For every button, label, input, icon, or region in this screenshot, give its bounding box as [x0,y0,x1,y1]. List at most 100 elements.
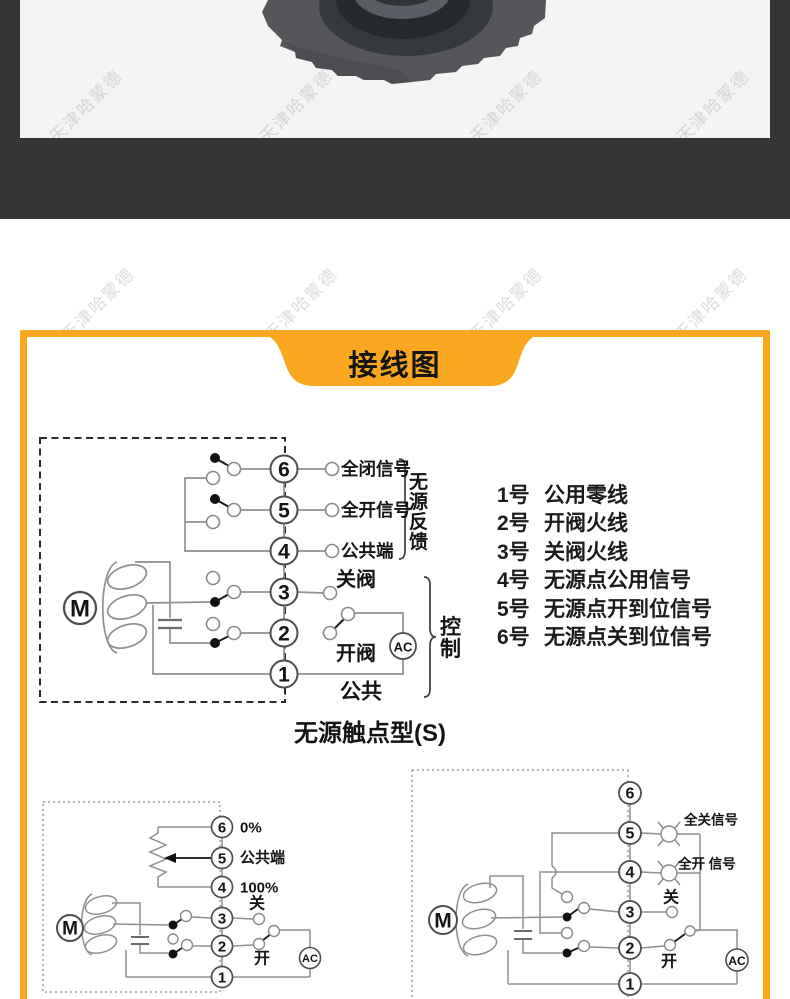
ac-symbol: AC [298,946,322,970]
motor-symbol: M [56,914,84,942]
legend-num: 5号 [497,597,530,621]
motor-symbol: M [428,905,458,935]
terminal-circle [210,934,234,958]
motor-label: M [434,910,452,933]
legend-row: 5号无源点开到位信号 [497,596,712,624]
motor-label: M [62,919,78,940]
switch-contact-dots [210,453,220,648]
legend-row: 1号公用零线 [497,482,712,510]
terminal-circle [618,781,642,805]
legend-text: 开阀火线 [544,512,628,536]
diagram-labels: 全闭信号 全开信号 公共端 关阀 开阀 公共 [336,459,411,704]
terminal2-label: 开阀 [336,642,376,665]
terminal4-label: 全开 信号 [677,856,736,872]
legend-row: 4号无源点公用信号 [497,567,712,595]
terminal-number: 1 [218,970,226,987]
terminal-circle [210,875,234,899]
product-photo-panel: 天津哈蒙德 天津哈蒙德 天津哈蒙德 天津哈蒙德 [20,0,770,138]
diagram-caption: 无源触点型(S) [294,720,446,747]
diagram-labels: 全关信号 全开 信号 关 开 [661,812,738,971]
wiper-arrow [164,853,211,863]
terminal-number: 2 [626,941,635,958]
terminal6-label: 全闭信号 [340,459,411,479]
terminal4-label: 100% [240,880,278,897]
terminal-number: 2 [278,623,290,646]
legend-text: 无源点开到位信号 [544,597,712,621]
terminal-legend: 1号公用零线 2号开阀火线 3号关阀火线 4号无源点公用信号 5号无源点开到位信… [497,482,712,652]
ac-label: AC [302,953,318,965]
contact-circles [205,461,356,641]
terminal-number: 6 [218,820,226,837]
header-tab-shape [256,330,547,386]
header-tab [256,330,547,386]
terminal-number: 3 [278,582,290,605]
terminal-number: 3 [626,905,635,922]
knurled-nut-photo [262,0,546,84]
terminal5-label: 全关信号 [683,812,738,828]
terminal-circle [618,972,642,996]
terminal1-label: 公共 [340,681,382,704]
terminal-number: 4 [218,880,227,897]
terminal-circle [269,577,299,607]
terminal2-label: 开 [661,953,677,971]
terminal-number: 6 [278,459,290,482]
wiring-lines [102,456,404,688]
switch-contact-dots [168,920,178,959]
terminal5-label: 全开信号 [340,500,411,520]
product-photo [262,0,546,84]
terminal3-label: 关 [249,894,265,913]
terminal-number: 5 [626,826,635,843]
wiring-diagram-lamp: M AC 6 5 4 3 2 1 全关信号 全开 信号 关 开 [411,769,749,999]
terminal-circle [269,454,299,484]
terminals: 6 5 4 3 2 1 [210,815,234,989]
wiring-diagram-percent: M AC 6 5 4 3 2 1 0% 公共端 100% 关 开 [42,801,322,993]
feedback-group-label: 无源反馈 [409,472,429,554]
terminal-circle [269,495,299,525]
legend-text: 无源点公用信号 [544,569,691,593]
ac-symbol: AC [389,632,417,660]
terminal4-label: 公共端 [341,541,394,561]
contact-circles [560,890,696,953]
ac-label: AC [394,640,413,655]
wiring-card [20,330,770,999]
terminal-number: 5 [278,500,290,523]
terminal-circle [618,936,642,960]
terminal-circle [618,821,642,845]
actuator-boundary-dotted [42,801,221,993]
legend-text: 关阀火线 [544,540,628,564]
control-group-label: 控制 [440,616,461,662]
terminal-number: 5 [218,851,226,868]
terminal-circle [269,536,299,566]
terminal-number: 1 [626,977,635,994]
lamp-icons [657,821,681,886]
terminal-circle [210,815,234,839]
terminals: 6 5 4 3 2 1 [269,454,299,689]
terminal2-label: 开 [254,950,270,968]
terminal-number: 6 [626,786,635,803]
wiring-diagram-main: M AC 6 5 4 3 2 1 全闭信号 全开信号 公共端 [39,437,437,704]
terminal-circle [210,906,234,930]
terminal-number: 4 [278,541,290,564]
legend-num: 1号 [497,484,530,507]
terminal-number: 4 [626,865,635,882]
capacitor [514,930,532,940]
actuator-boundary-dashed [39,437,286,703]
diagram-labels: 0% 公共端 100% 关 开 [240,820,285,968]
legend-row: 2号开阀火线 [497,510,712,538]
terminal3-label: 关 [663,888,679,907]
contact-circles [167,909,281,952]
terminal-circle [618,900,642,924]
actuator-boundary-dotted [411,769,629,999]
capacitor [158,618,182,630]
terminal5-label: 公共端 [240,849,285,867]
terminal-circle [269,659,299,689]
switch-contact-dots [562,912,572,958]
terminal-number: 1 [278,664,290,687]
terminal-number: 3 [218,911,226,928]
legend-num: 4号 [497,569,530,593]
legend-text: 无源点关到位信号 [544,625,712,649]
legend-row: 6号无源点关到位信号 [497,624,712,652]
group-braces [398,458,437,698]
motor-symbol: M [62,590,98,626]
